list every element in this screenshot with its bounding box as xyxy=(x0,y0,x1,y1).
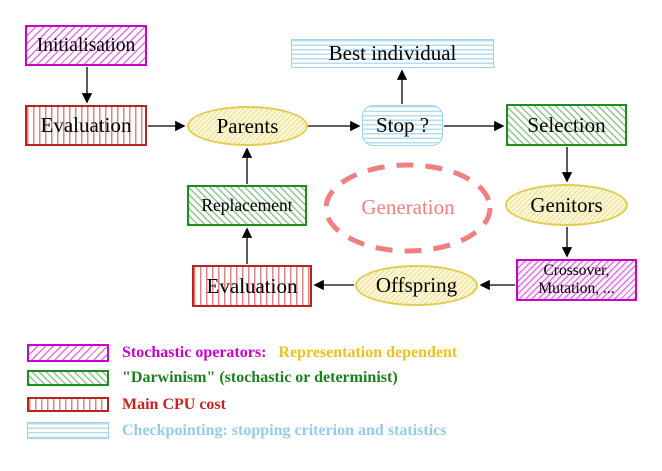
node-replacement: Replacement xyxy=(187,185,307,226)
legend-item-stochastic-operators: Stochastic operators: Representation depe… xyxy=(122,344,457,362)
node-evaluation-top-label: Evaluation xyxy=(40,113,132,137)
node-selection-label: Selection xyxy=(527,112,606,137)
node-evaluation-top: Evaluation xyxy=(25,105,147,146)
node-crossover-line2: Mutation, ... xyxy=(538,280,615,297)
node-parents: Parents xyxy=(187,106,308,146)
legend-label-main-cpu-cost: Main CPU cost xyxy=(122,396,226,413)
node-best-individual-label: Best individual xyxy=(328,41,457,65)
node-best-individual: Best individual xyxy=(291,39,494,68)
legend-swatch-stochastic-operators xyxy=(27,344,109,362)
legend-swatch-darwinism xyxy=(27,370,109,386)
node-initialisation-label: Initialisation xyxy=(36,34,136,56)
legend-swatch-main-cpu-cost xyxy=(27,397,109,412)
legend-label-stochastic-operators: Stochastic operators: xyxy=(122,344,267,361)
node-initialisation: Initialisation xyxy=(25,25,147,66)
generation-label: Generation xyxy=(361,195,455,219)
legend-label-darwinism: "Darwinism" (stochastic or determinist) xyxy=(122,369,398,386)
legend-item-darwinism: "Darwinism" (stochastic or determinist) xyxy=(122,369,398,387)
node-evaluation-bottom-label: Evaluation xyxy=(206,273,298,298)
node-offspring: Offspring xyxy=(355,265,478,306)
node-crossover-mutation: Crossover, Mutation, ... xyxy=(516,259,637,301)
legend-item-main-cpu-cost: Main CPU cost xyxy=(122,396,226,414)
node-selection: Selection xyxy=(506,104,627,146)
node-parents-label: Parents xyxy=(216,113,279,138)
node-offspring-label: Offspring xyxy=(375,273,458,297)
legend-swatch-checkpointing xyxy=(27,422,109,439)
node-genitors: Genitors xyxy=(505,184,628,226)
legend-item-checkpointing: Checkpointing: stopping criterion and st… xyxy=(122,422,446,440)
node-evaluation-bottom: Evaluation xyxy=(192,265,312,307)
node-crossover-line1: Crossover, xyxy=(543,262,610,279)
legend-label-representation-dependent: Representation dependent xyxy=(278,344,458,361)
node-stop-label: Stop ? xyxy=(375,113,430,137)
node-replacement-label: Replacement xyxy=(201,195,293,215)
node-genitors-label: Genitors xyxy=(530,192,603,217)
legend-label-checkpointing: Checkpointing: stopping criterion and st… xyxy=(122,422,447,439)
node-stop: Stop ? xyxy=(362,105,443,146)
